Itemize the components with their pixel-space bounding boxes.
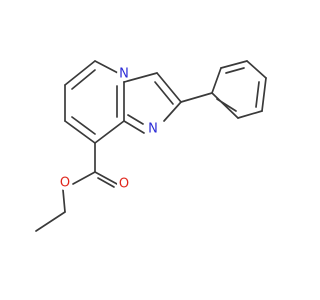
bond-c8-c8a [94, 120, 125, 144]
bond-c2-n1 [163, 101, 182, 122]
bond-c5-c6-inner [71, 69, 96, 90]
bond-n1-c8a [123, 120, 145, 134]
bond-c-o-double-b [97, 177, 115, 188]
bond-c3-c2-inner [154, 81, 174, 105]
bond-ph-1-2 [211, 92, 239, 119]
molecule-structure-canvas: N N O O [35, 60, 267, 232]
bond-ch2-ch3 [35, 211, 66, 232]
atom-o-ester: O [58, 176, 72, 191]
bond-c7-c8 [64, 120, 96, 144]
bond-ph-6-1 [211, 67, 222, 94]
bond-o-ch2 [62, 189, 66, 213]
bond-ph-2-3 [237, 110, 263, 119]
bond-ph-5-6 [220, 60, 248, 69]
bond-ph-3-4 [261, 77, 267, 112]
bond-c-o-single [72, 171, 96, 185]
bond-ph-1-2-inner [216, 98, 237, 112]
atom-n-bridgehead-label: N [119, 67, 129, 82]
bond-c-o-double-a [94, 171, 118, 185]
bond-c3-c2 [156, 72, 182, 103]
atom-o-carbonyl: O [117, 177, 131, 192]
atom-o-carbonyl-label: O [119, 177, 129, 192]
bond-c7-c8-inner [71, 116, 96, 135]
bonds-layer [35, 60, 267, 232]
atom-n-imidazole: N [146, 122, 160, 137]
atom-labels-layer: N N O O [58, 67, 160, 192]
bond-n1-c8a-inner [127, 114, 144, 125]
atom-n-bridgehead: N [117, 67, 131, 82]
bond-n4-c3 [123, 72, 158, 83]
bond-ph-3-4-inner [255, 81, 260, 108]
bond-ph-4-5 [246, 60, 267, 79]
bond-c5-c6 [64, 60, 96, 86]
atom-n-imidazole-label: N [148, 122, 158, 137]
atom-o-ester-label: O [60, 176, 70, 191]
bond-n4-c5 [94, 60, 119, 74]
bond-ph-5-6-inner [225, 67, 245, 74]
bond-c2-cipso [180, 92, 213, 103]
